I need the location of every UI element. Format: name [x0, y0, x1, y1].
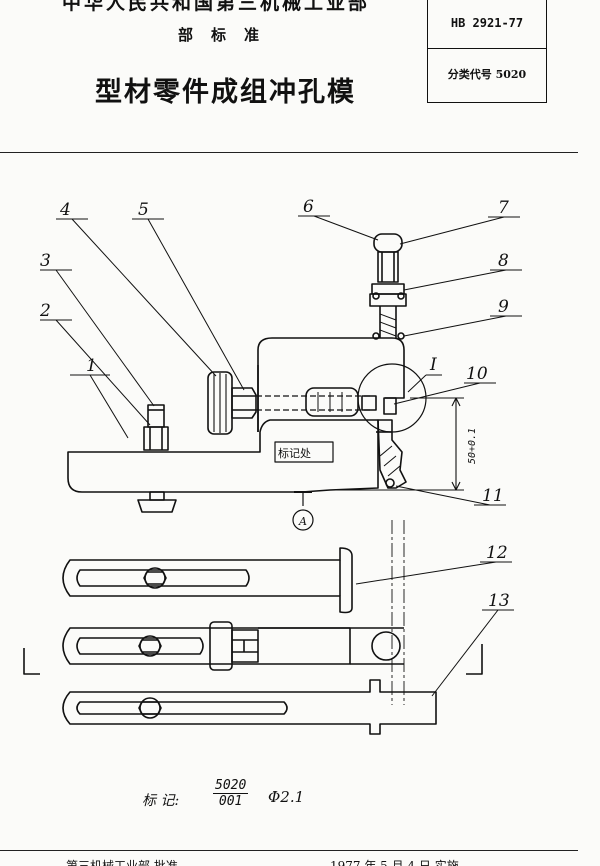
marking-diameter: Φ2.1	[268, 788, 305, 806]
standard-type: 部标准	[178, 26, 278, 44]
label-part-3: 3	[40, 251, 51, 271]
standard-number-box: HB 2921-77 分类代号 5020	[427, 0, 547, 103]
stud-screw	[147, 404, 165, 428]
label-part-2: 2	[39, 301, 51, 321]
label-part-12: 12	[486, 543, 508, 563]
footer-rule	[0, 850, 578, 851]
plate-plan-view-3	[62, 679, 437, 735]
section-mark-left	[23, 648, 40, 675]
slot-1	[76, 569, 250, 587]
hex-nut	[231, 387, 257, 419]
c-frame	[257, 337, 405, 432]
marking-numerator: 5020	[213, 778, 249, 794]
punch-plan-circle	[371, 631, 401, 661]
punch-spring-housing	[377, 251, 399, 283]
classification-code: 分类代号 5020	[447, 68, 527, 81]
label-part-11: 11	[482, 486, 504, 506]
die-insert	[377, 419, 407, 489]
issuing-ministry: 中华人民共和国第三机械工业部	[62, 0, 371, 14]
slot-3	[76, 701, 288, 715]
stud-nut	[143, 426, 169, 451]
marking-fraction: 5020 001	[213, 778, 249, 809]
punch-cap	[373, 233, 403, 253]
header-rule	[0, 152, 578, 153]
marking-area-box	[274, 441, 334, 463]
approval-text: 第三机械工业部 批准	[66, 859, 178, 866]
plate-plan-view-1	[62, 547, 353, 614]
marking-label: 标 记:	[142, 793, 180, 809]
base-plate	[67, 419, 379, 493]
standard-number: HB 2921-77	[428, 0, 546, 49]
die-pin	[385, 478, 395, 488]
slot-2	[76, 637, 204, 655]
punch-tip	[383, 397, 397, 415]
view-a-marker	[292, 509, 314, 531]
label-part-1: 1	[86, 356, 97, 376]
marking-denominator: 001	[218, 794, 243, 809]
marking-area-label: 标记处	[278, 446, 311, 460]
label-part-6: 6	[303, 197, 314, 217]
plan-knob	[209, 621, 233, 671]
dimension-50: 50+0.1	[467, 428, 478, 464]
label-part-4: 4	[59, 200, 71, 220]
plate-plan-view-2	[62, 627, 351, 665]
document-title: 型材零件成组冲孔模	[95, 77, 356, 108]
label-detail-i: I	[429, 355, 437, 375]
view-a-label: A	[298, 515, 307, 528]
label-part-13: 13	[488, 591, 510, 611]
label-part-9: 9	[498, 297, 509, 317]
label-part-5: 5	[138, 200, 149, 220]
label-part-8: 8	[498, 251, 509, 271]
punch-nut	[369, 293, 407, 307]
section-mark-right	[466, 644, 483, 675]
label-part-7: 7	[498, 198, 509, 218]
stop-pin	[305, 387, 359, 417]
label-part-10: 10	[466, 364, 488, 384]
bottom-bolt-head	[137, 499, 177, 513]
implementation-date: 1977 年 5 月 4 日 实施	[330, 859, 459, 866]
